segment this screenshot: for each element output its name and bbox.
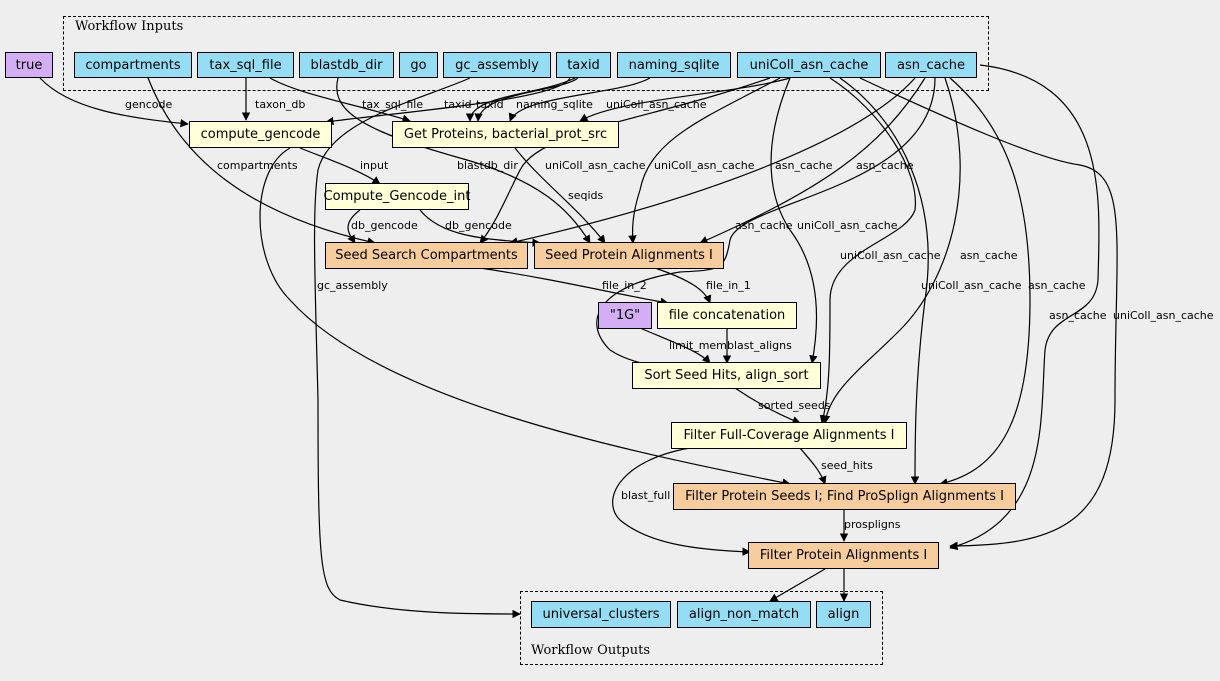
node-get-proteins[interactable]: Get Proteins, bacterial_prot_src [392, 121, 619, 148]
node-true[interactable]: true [5, 52, 53, 78]
edge-taxid-get-proteins-1 [465, 77, 576, 122]
edge-asn-filter-alignments [949, 64, 1100, 550]
edge-filter-alignments-align-non-match [769, 568, 826, 602]
edge-get-proteins-seed-protein [514, 147, 606, 244]
edge-naming-get-proteins [508, 77, 651, 122]
edge-label-file-in-1: file_in_1 [706, 279, 751, 292]
node-filter-full-coverage[interactable]: Filter Full-Coverage Alignments I [671, 422, 907, 449]
edge-label-db-gencode-1: db_gencode [351, 219, 418, 232]
node-compute-gencode[interactable]: compute_gencode [189, 121, 332, 148]
edge-label-unicoll-3: uniColl_asn_cache [654, 159, 755, 172]
node-asn-cache[interactable]: asn_cache [885, 52, 977, 78]
edge-1g-sort-seed [639, 327, 711, 364]
edge-label-blast-full: blast_full [621, 489, 671, 502]
node-go[interactable]: go [399, 52, 438, 78]
edge-label-unicoll-2: uniColl_asn_cache [545, 159, 646, 172]
node-compartments[interactable]: compartments [74, 52, 192, 78]
workflow-outputs-cluster [520, 591, 883, 665]
edge-label-unicoll-6: uniColl_asn_cache [921, 279, 1022, 292]
node-filter-protein-alignments[interactable]: Filter Protein Alignments I [748, 542, 939, 569]
edge-compute-gencode-filter-seeds [259, 147, 791, 487]
edge-seed-protein-file-concat [654, 267, 712, 304]
node-gc-assembly[interactable]: gc_assembly [443, 52, 551, 78]
edge-label-asn-cache-1: asn_cache [775, 159, 833, 172]
node-tax-sql-file[interactable]: tax_sql_file [197, 52, 294, 78]
edge-asn-sort-seed [596, 77, 936, 375]
edge-label-unicoll-5: uniColl_asn_cache [840, 249, 941, 262]
edge-label-unicoll-7: uniColl_asn_cache [1113, 309, 1214, 322]
edge-unicoll-sort-seed [770, 77, 818, 364]
edge-label-naming-sqlite: naming_sqlite [516, 98, 593, 111]
node-file-concatenation[interactable]: file concatenation [657, 302, 797, 329]
edge-label-asn-cache-3: asn_cache [735, 219, 793, 232]
edge-label-blastdb-dir: blastdb_dir [457, 159, 518, 172]
edge-unicoll-get-proteins [579, 77, 791, 122]
edge-label-asn-cache-6: asn_cache [1049, 309, 1107, 322]
edge-unicoll-filter-seeds [839, 77, 929, 485]
edge-compartments-seed-search [147, 77, 376, 246]
node-unicoll-asn-cache[interactable]: uniColl_asn_cache [737, 52, 881, 78]
edge-unicoll-filter-alignments [859, 77, 1118, 551]
edge-label-blast-aligns: blast_aligns [727, 339, 792, 352]
edge-asn-seed-protein [699, 77, 926, 244]
edge-unicoll-seed-protein [628, 77, 781, 244]
edge-compute-gencode-int [299, 147, 381, 185]
edge-true-compute-gencode [39, 77, 189, 128]
edge-unicoll-seed-search [479, 77, 771, 244]
edge-asn-seed-search [509, 77, 916, 246]
edge-gencode-int-seed-protein [419, 209, 541, 247]
edge-label-gencode: gencode [125, 98, 173, 111]
edge-label-asn-cache-4: asn_cache [960, 249, 1018, 262]
edge-label-seqids: seqids [568, 189, 604, 202]
edge-label-unicoll-top: uniColl_asn_cache [606, 98, 707, 111]
edge-asn-filter-full [821, 77, 961, 424]
edge-label-limit-mem: limit_mem [669, 339, 727, 352]
node-seed-search-compartments[interactable]: Seed Search Compartments [325, 242, 528, 269]
edge-taxsql-get-proteins [269, 77, 411, 123]
node-naming-sqlite[interactable]: naming_sqlite [617, 52, 731, 78]
node-1g[interactable]: "1G" [598, 302, 652, 329]
edge-label-unicoll-4: uniColl_asn_cache [797, 219, 898, 232]
edge-label-sorted-seeds: sorted_seeds [758, 399, 831, 412]
edge-gencode-int-seed-search [347, 209, 361, 244]
edge-label-asn-cache-5: asn_cache [1028, 279, 1086, 292]
edge-unicoll-filter-full [819, 77, 916, 424]
edge-label-taxid-2: taxid [476, 98, 504, 111]
node-sort-seed-hits[interactable]: Sort Seed Hits, align_sort [632, 362, 821, 389]
edge-label-seed-hits: seed_hits [821, 459, 873, 472]
edge-label-taxid-1: taxid [444, 98, 472, 111]
node-align[interactable]: align [816, 601, 871, 628]
node-taxid[interactable]: taxid [556, 52, 611, 78]
workflow-outputs-label: Workflow Outputs [531, 643, 650, 658]
edge-gc-assembly-universal-clusters [313, 77, 521, 619]
workflow-inputs-cluster [63, 16, 989, 91]
edge-taxid-get-proteins-2 [474, 77, 579, 122]
node-blastdb-dir[interactable]: blastdb_dir [299, 52, 394, 78]
node-align-non-match[interactable]: align_non_match [677, 601, 811, 628]
edge-filter-full-filter-seeds [799, 447, 827, 485]
edge-label-asn-cache-2: asn_cache [856, 159, 914, 172]
edge-blastdb-seed-protein [336, 77, 591, 244]
edge-filter-full-filter-alignments [612, 447, 751, 556]
edge-label-taxon-db: taxon_db [255, 98, 306, 111]
node-compute-gencode-int[interactable]: Compute_Gencode_int [324, 183, 470, 210]
edge-label-db-gencode-2: db_gencode [445, 219, 512, 232]
edge-seed-search-file-concat [479, 267, 669, 306]
edge-asn-filter-seeds [939, 77, 1031, 487]
edge-label-file-in-2: file_in_2 [602, 279, 647, 292]
node-filter-protein-seeds[interactable]: Filter Protein Seeds I; Find ProSplign A… [673, 483, 1016, 510]
edge-label-input: input [360, 159, 389, 172]
workflow-inputs-label: Workflow Inputs [75, 19, 184, 34]
node-seed-protein-alignments[interactable]: Seed Protein Alignments I [534, 242, 724, 269]
edge-label-gc-assembly: gc_assembly [317, 279, 388, 292]
edge-sort-seed-filter-full [734, 387, 801, 425]
node-universal-clusters[interactable]: universal_clusters [531, 601, 671, 628]
edge-label-tax-sql-file: tax_sql_file [362, 98, 424, 111]
edge-label-prospligns: prospligns [844, 518, 901, 531]
edge-label-compartments: compartments [217, 159, 298, 172]
